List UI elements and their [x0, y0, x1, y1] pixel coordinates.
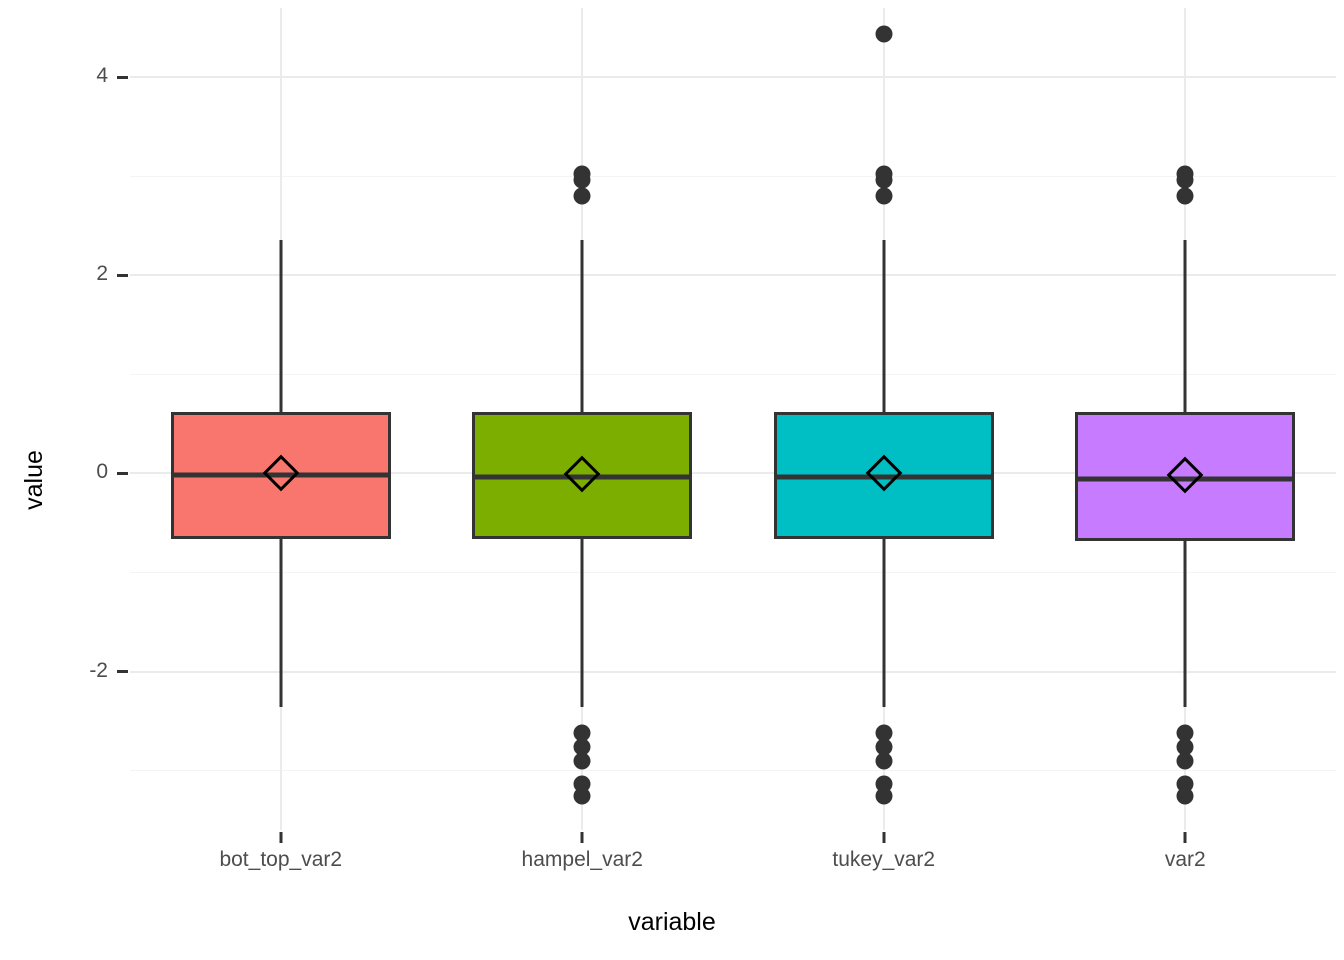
- whisker-upper: [882, 239, 886, 413]
- gridline-minor-horizontal: [130, 572, 1336, 573]
- median-line: [170, 472, 391, 478]
- gridline-minor-horizontal: [130, 770, 1336, 772]
- x-axis-title: variable: [628, 908, 716, 936]
- boxplot-group: [130, 8, 1336, 830]
- gridline-major-horizontal: [130, 76, 1336, 79]
- median-line: [472, 474, 693, 480]
- whisker-lower: [279, 538, 283, 708]
- gridline-minor-horizontal: [130, 175, 1336, 177]
- outlier-point: [573, 738, 591, 756]
- x-tick-mark: [882, 832, 886, 843]
- outlier-point: [875, 171, 893, 189]
- x-tick-mark: [279, 832, 283, 843]
- outlier-point: [573, 787, 591, 805]
- whisker-lower: [1183, 540, 1187, 708]
- outlier-point: [1176, 752, 1194, 770]
- boxplot-group: [130, 8, 1336, 830]
- outlier-point: [573, 187, 591, 205]
- y-tick-label: 4: [96, 64, 108, 88]
- outlier-point: [573, 171, 591, 189]
- y-tick-mark: [117, 273, 128, 277]
- outlier-point: [573, 724, 591, 742]
- gridline-major-horizontal: [130, 670, 1336, 673]
- x-tick-mark: [580, 832, 584, 843]
- outlier-point: [875, 187, 893, 205]
- outlier-point: [875, 25, 893, 43]
- outlier-point: [1176, 787, 1194, 805]
- boxplot-group: [130, 8, 1336, 830]
- median-line: [1075, 476, 1296, 482]
- y-tick-mark: [117, 471, 128, 475]
- x-tick-label: var2: [1164, 848, 1206, 871]
- outlier-point: [573, 752, 591, 770]
- outlier-point: [1176, 171, 1194, 189]
- whisker-lower: [882, 538, 886, 708]
- x-tick-label: hampel_var2: [521, 848, 643, 871]
- x-tick-mark: [1183, 832, 1187, 843]
- plot-panel: [130, 8, 1336, 830]
- outlier-point: [875, 724, 893, 742]
- y-tick-label: 0: [96, 460, 108, 484]
- gridline-major-horizontal: [130, 274, 1336, 277]
- boxplot-group: [130, 8, 1336, 830]
- outlier-point: [1176, 738, 1194, 756]
- y-tick-mark: [117, 670, 128, 674]
- outlier-point: [875, 787, 893, 805]
- box-rect: [1075, 412, 1296, 541]
- outlier-point: [875, 738, 893, 756]
- median-line: [773, 474, 994, 480]
- outlier-point: [1176, 187, 1194, 205]
- whisker-upper: [279, 239, 283, 413]
- gridline-minor-horizontal: [130, 373, 1336, 375]
- whisker-upper: [580, 239, 584, 413]
- y-tick-label: -2: [89, 658, 108, 682]
- y-tick-label: 2: [96, 262, 108, 286]
- gridline-major-horizontal: [130, 472, 1336, 475]
- y-axis-title: value: [19, 450, 48, 510]
- y-tick-mark: [117, 75, 128, 79]
- whisker-upper: [1183, 239, 1187, 413]
- whisker-lower: [580, 538, 584, 708]
- outlier-point: [875, 752, 893, 770]
- outlier-point: [1176, 724, 1194, 742]
- x-tick-label: tukey_var2: [832, 848, 936, 871]
- x-tick-label: bot_top_var2: [219, 848, 343, 871]
